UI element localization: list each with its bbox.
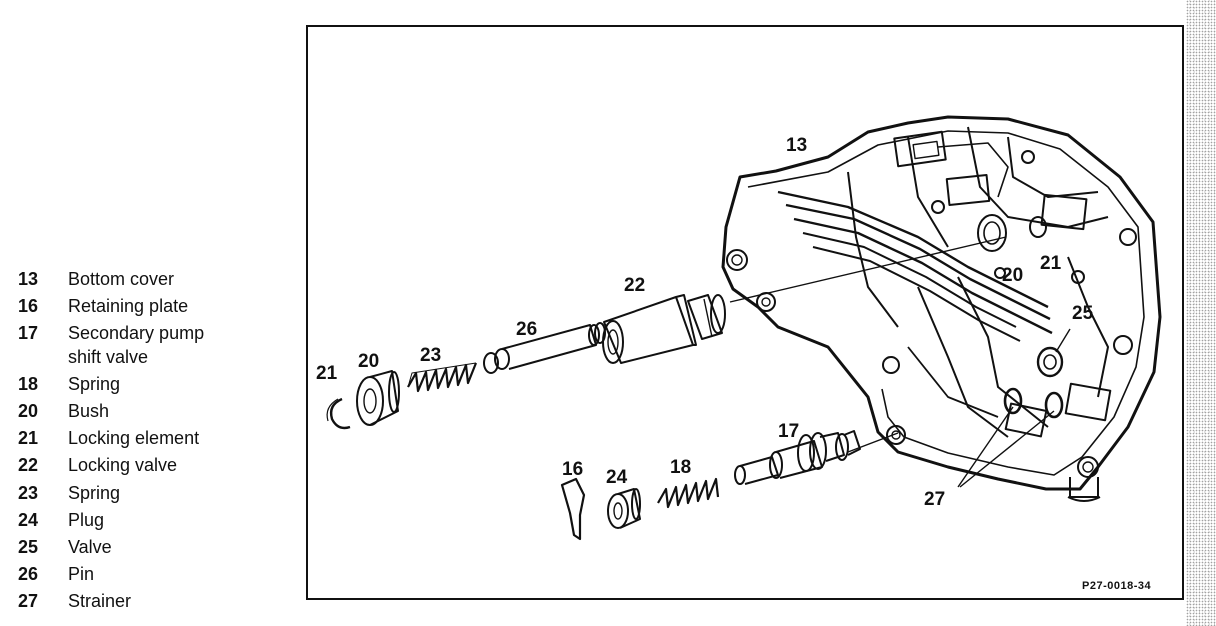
callout-16: 16 bbox=[562, 459, 583, 480]
callout-20: 20 bbox=[358, 351, 379, 372]
legend-number: 17 bbox=[18, 323, 39, 344]
pin-part bbox=[483, 322, 606, 374]
spring-23-part bbox=[407, 362, 478, 393]
legend-number: 23 bbox=[18, 482, 39, 503]
legend-item-21: 21 Locking element bbox=[18, 425, 278, 452]
callout-13: 13 bbox=[786, 135, 807, 156]
leader-lines bbox=[729, 236, 1071, 488]
legend-label: Spring bbox=[68, 373, 121, 394]
legend-label: Secondary pump bbox=[68, 323, 205, 344]
locking-element-part bbox=[326, 397, 351, 430]
callout-labels: 13 22 26 23 20 21 20 21 25 17 16 24 18 2… bbox=[316, 135, 1151, 592]
callout-18: 18 bbox=[670, 457, 691, 478]
legend-label: Bush bbox=[68, 401, 110, 422]
legend-item-13: 13 Bottom cover bbox=[18, 266, 278, 293]
legend-number: 13 bbox=[18, 269, 39, 289]
legend-item-27: 27 Strainer bbox=[18, 588, 278, 615]
legend-label: Plug bbox=[68, 509, 105, 530]
legend-label: Retaining plate bbox=[68, 296, 189, 317]
legend-item-17: 17 Secondary pump bbox=[18, 320, 278, 347]
legend-item-18: 18 Spring bbox=[18, 371, 278, 398]
callout-21-cover: 21 bbox=[1040, 253, 1062, 274]
legend-label: Valve bbox=[68, 537, 112, 558]
legend-item-22: 22 Locking valve bbox=[18, 452, 278, 479]
legend-label: Locking element bbox=[68, 428, 200, 449]
legend-label: Pin bbox=[68, 564, 95, 585]
legend-number: 26 bbox=[18, 564, 39, 585]
callout-21: 21 bbox=[316, 363, 338, 384]
figure-reference-code: P27-0018-34 bbox=[1082, 580, 1151, 592]
retaining-plate-part bbox=[560, 477, 586, 541]
spring-18-part bbox=[657, 477, 720, 509]
legend-number: 16 bbox=[18, 296, 39, 317]
legend-label: Spring bbox=[68, 482, 121, 503]
bush-part bbox=[356, 370, 400, 426]
plug-part bbox=[607, 488, 641, 529]
exploded-view-drawing: 13 22 26 23 20 21 20 21 25 17 16 24 18 2… bbox=[316, 115, 1162, 592]
legend-number: 21 bbox=[18, 428, 39, 449]
legend-number: 27 bbox=[18, 591, 39, 612]
legend-item-20: 20 Bush bbox=[18, 398, 278, 425]
callout-26: 26 bbox=[516, 319, 537, 340]
legend-item-24: 24 Plug bbox=[18, 507, 278, 534]
callout-23: 23 bbox=[420, 345, 441, 366]
legend-label: Bottom cover bbox=[68, 269, 175, 289]
bottom-cover-casting bbox=[721, 115, 1162, 502]
legend-item-23: 23 Spring bbox=[18, 480, 278, 507]
callout-17: 17 bbox=[778, 421, 799, 442]
legend-label: Locking valve bbox=[68, 455, 178, 476]
callout-25: 25 bbox=[1072, 303, 1094, 324]
locking-valve-part bbox=[602, 294, 726, 364]
legend-number: 20 bbox=[18, 401, 39, 422]
legend-item-25: 25 Valve bbox=[18, 534, 278, 561]
callout-27: 27 bbox=[924, 489, 945, 510]
callout-20-cover: 20 bbox=[1002, 265, 1023, 286]
callout-24: 24 bbox=[606, 467, 628, 488]
legend-number: 18 bbox=[18, 373, 39, 394]
legend-label-continuation: shift valve bbox=[68, 346, 149, 367]
legend-label: Strainer bbox=[68, 591, 132, 612]
scan-speckle-edge bbox=[1186, 0, 1216, 626]
secondary-pump-shift-valve-part bbox=[734, 430, 861, 485]
exploded-view-figure: 13 22 26 23 20 21 20 21 25 17 16 24 18 2… bbox=[306, 25, 1184, 600]
parts-legend: 13 Bottom cover 16 Retaining plate 17 Se… bbox=[18, 266, 278, 616]
legend-number: 25 bbox=[18, 537, 39, 558]
legend-number: 24 bbox=[18, 509, 39, 530]
legend-item-26: 26 Pin bbox=[18, 561, 278, 588]
legend-item-16: 16 Retaining plate bbox=[18, 293, 278, 320]
callout-22: 22 bbox=[624, 275, 645, 296]
legend-number: 22 bbox=[18, 455, 39, 476]
